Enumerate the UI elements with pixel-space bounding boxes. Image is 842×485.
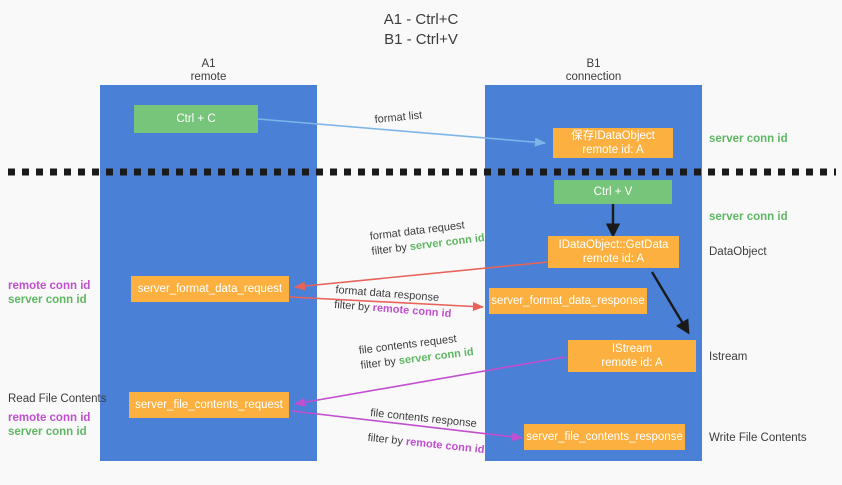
column-header-a1: A1 remote [100,58,317,84]
column-a1-name: A1 [201,58,216,70]
arrow-getdata-to-istream [650,271,690,335]
diagram-title: A1 - Ctrl+C B1 - Ctrl+V [0,10,842,50]
box-ctrl-c-label: Ctrl + C [176,113,216,125]
label-remote-conn-id-2: remote conn id [8,412,91,424]
label-server-conn-id-2: server conn id [8,426,87,438]
box-server-format-data-request-label: server_format_data_request [137,283,283,295]
box-idataobject-getdata[interactable]: IDataObject::GetData remote id: A [548,236,679,268]
box-getdata-line2: remote id: A [582,253,645,265]
filter-prefix: filter by [333,298,374,314]
box-save-idataobject-line1: 保存IDataObject [571,130,655,142]
arrow-format-data-response [289,296,485,311]
title-line-1: A1 - Ctrl+C [383,11,459,28]
title-line-2: B1 - Ctrl+V [384,31,458,48]
label-server-conn-id-mid: server conn id [709,211,788,223]
filter-prefix: filter by [370,241,411,258]
column-a1-sub: remote [190,71,227,83]
box-ctrl-v-label: Ctrl + V [593,186,633,198]
arrow-file-contents-response [291,410,524,442]
label-dataobject: DataObject [709,246,767,258]
box-server-file-contents-response-label: server_file_contents_response [526,431,683,443]
column-b1-sub: connection [565,71,622,83]
box-istream-line1: IStream [611,343,653,355]
box-server-file-contents-request-label: server_file_contents_request [135,399,283,411]
label-server-conn-id-top: server conn id [709,133,788,145]
box-istream[interactable]: IStream remote id: A [568,340,696,372]
filter-prefix: filter by [359,355,400,372]
box-server-file-contents-request[interactable]: server_file_contents_request [129,392,289,418]
filter-prefix: filter by [367,431,407,448]
arrow-format-data-request [293,261,549,291]
box-istream-line2: remote id: A [601,357,663,369]
arrow-file-contents-request [293,356,566,407]
label-remote-conn-id-1: remote conn id [8,280,91,292]
column-b1-name: B1 [586,58,601,70]
box-save-idataobject-line2: remote id: A [582,144,644,156]
box-server-file-contents-response[interactable]: server_file_contents_response [524,424,685,450]
column-header-b1: B1 connection [485,58,702,84]
label-write-file-contents: Write File Contents [709,432,807,444]
box-server-format-data-response[interactable]: server_format_data_response [489,288,647,314]
label-istream: Istream [709,351,748,363]
box-server-format-data-response-label: server_format_data_response [491,295,645,307]
box-ctrl-v[interactable]: Ctrl + V [554,180,672,204]
box-server-format-data-request[interactable]: server_format_data_request [131,276,289,302]
box-save-idataobject[interactable]: 保存IDataObject remote id: A [553,128,673,158]
box-getdata-line1: IDataObject::GetData [558,239,669,251]
box-ctrl-c[interactable]: Ctrl + C [134,105,258,133]
label-read-file-contents: Read File Contents [8,393,107,405]
label-server-conn-id-1: server conn id [8,294,87,306]
arrow-format-list [257,118,547,147]
